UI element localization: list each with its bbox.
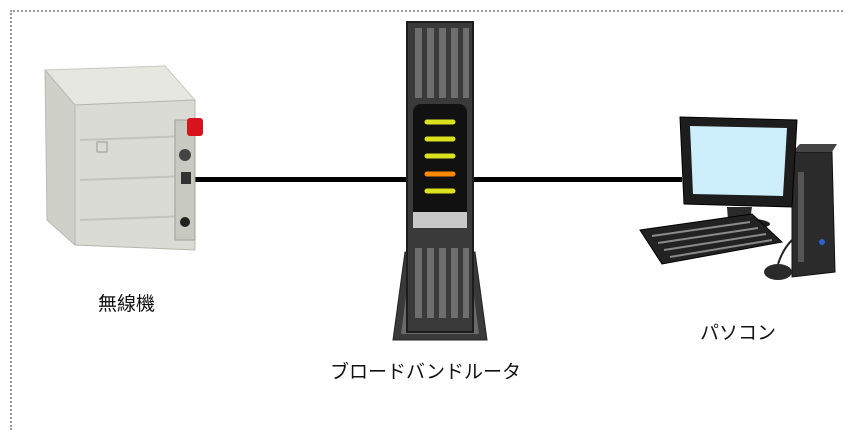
broadband-router-icon: [392, 21, 488, 341]
desktop-pc-icon: [639, 116, 837, 280]
dotted-frame: [10, 10, 843, 430]
pc-screen: [690, 126, 787, 196]
router-label: ブロードバンドルータ: [330, 361, 521, 383]
cable-router-to-pc: [468, 177, 682, 182]
radio-device-icon: [43, 65, 203, 251]
pc-label: パソコン: [700, 322, 777, 344]
radio-device-label: 無線機: [98, 293, 156, 315]
cable-radio-to-router: [186, 177, 414, 182]
